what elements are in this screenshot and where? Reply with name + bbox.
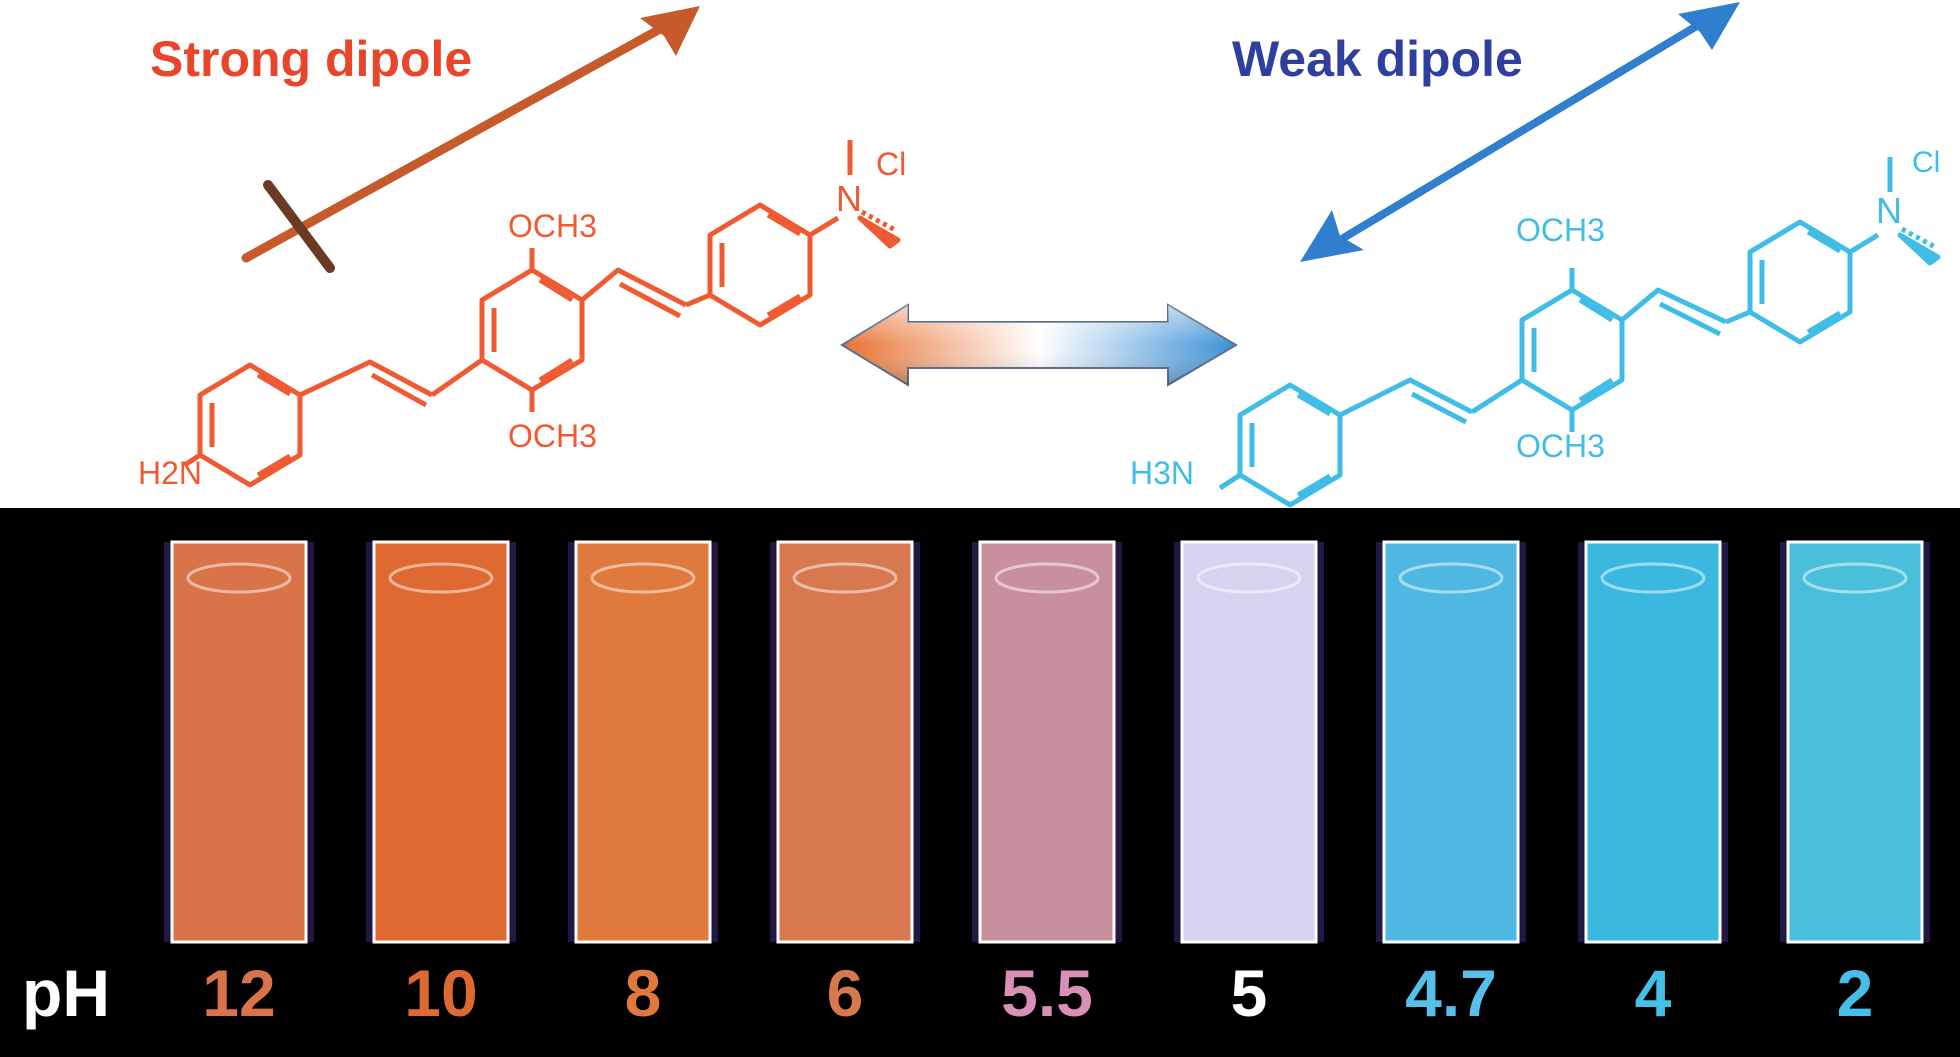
- ph-value: 2: [1836, 956, 1874, 1030]
- cuvette-body: [978, 540, 1116, 944]
- cuvette: [366, 540, 516, 944]
- cuvette: [164, 540, 314, 944]
- ph-value: 6: [826, 956, 864, 1030]
- cuvette: [1578, 540, 1728, 944]
- cuvette-meniscus: [1600, 562, 1706, 594]
- cuvette-body: [776, 540, 914, 944]
- weak-dipole-title: Weak dipole: [1232, 31, 1523, 87]
- equilibrium-double-arrow: [840, 303, 1238, 387]
- methoxy-top-right: OCH3: [1516, 212, 1605, 248]
- ph-axis-label: pH: [22, 956, 110, 1030]
- cuvette: [972, 540, 1122, 944]
- cuvette: [1174, 540, 1324, 944]
- methoxy-bottom-right: OCH3: [1516, 428, 1605, 464]
- cuvette: [1780, 540, 1930, 944]
- molecule-protonated: [1218, 157, 1941, 508]
- molecule-neutral: [183, 140, 901, 488]
- cuvette-meniscus: [1802, 562, 1908, 594]
- strong-dipole-title: Strong dipole: [150, 31, 473, 87]
- ph-value: 5: [1230, 956, 1268, 1030]
- methoxy-bottom-left: OCH3: [508, 418, 597, 454]
- ph-value: 8: [624, 956, 662, 1030]
- cuvette-body: [1584, 540, 1722, 944]
- cuvette-meniscus: [792, 562, 898, 594]
- cuvette-meniscus: [994, 562, 1100, 594]
- cuvette-meniscus: [388, 562, 494, 594]
- methoxy-top-left: OCH3: [508, 208, 597, 244]
- ph-value: 4.7: [1405, 956, 1497, 1030]
- counterion-label-right: Cl: [1912, 146, 1941, 179]
- cuvette-body: [1786, 540, 1924, 944]
- cuvette-meniscus: [1398, 562, 1504, 594]
- cuvette: [770, 540, 920, 944]
- amine-label-left: H2N: [138, 455, 203, 491]
- ph-value: 12: [202, 956, 276, 1030]
- amine-label-right: H3N: [1130, 455, 1195, 491]
- counterion-label-left: Cl: [876, 146, 907, 182]
- cuvette-meniscus: [186, 562, 292, 594]
- ammonium-label-left: N: [836, 178, 862, 219]
- cuvette-body: [170, 540, 308, 944]
- cuvette-row: [164, 540, 1930, 944]
- cuvette-body: [574, 540, 712, 944]
- cuvette-body: [1382, 540, 1520, 944]
- ph-value: 5.5: [1001, 956, 1093, 1030]
- cuvette: [1376, 540, 1526, 944]
- cuvette-body: [1180, 540, 1318, 944]
- cuvette-meniscus: [590, 562, 696, 594]
- cuvette-body: [372, 540, 510, 944]
- ph-value: 4: [1634, 956, 1672, 1030]
- cuvette-meniscus: [1196, 562, 1302, 594]
- strong-dipole-arrow: [241, 6, 700, 273]
- ammonium-label-right: N: [1876, 190, 1902, 231]
- ph-value: 10: [404, 956, 478, 1030]
- weak-dipole-arrow: [1300, 2, 1740, 262]
- cuvette: [568, 540, 718, 944]
